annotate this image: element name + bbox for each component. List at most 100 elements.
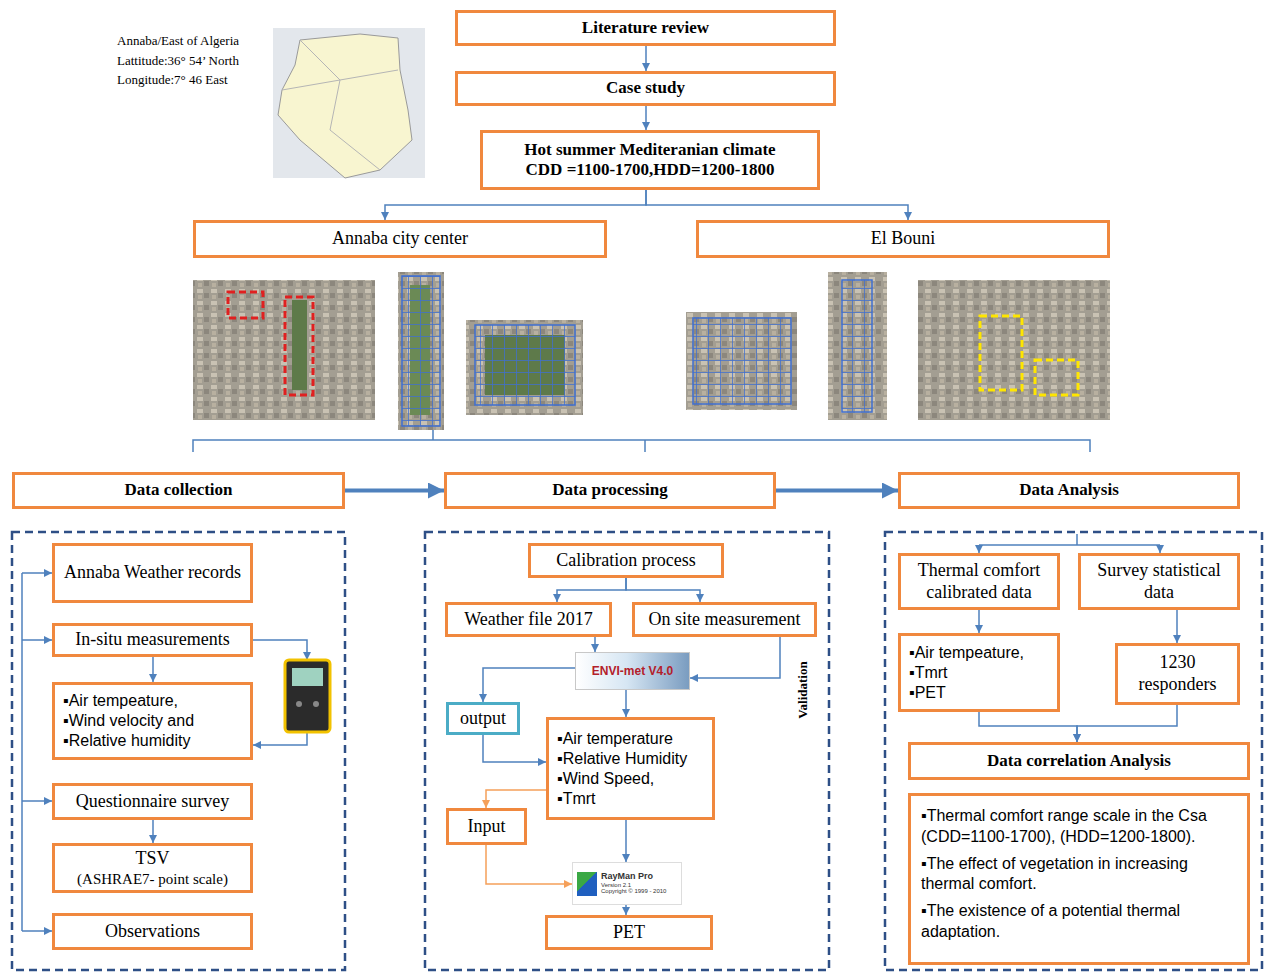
flow-arrow	[776, 489, 898, 493]
branch-arrow	[253, 640, 307, 660]
validation-label: Validation	[795, 661, 811, 718]
list-box: ▪Air tempeature,▪Tmrt▪PET	[898, 633, 1060, 712]
stage-box: Data correlation Analysis	[908, 742, 1250, 780]
box-text: Annaba city center	[332, 228, 468, 250]
box-text: Data Analysis	[1019, 480, 1119, 500]
measurement-grid	[402, 276, 440, 426]
bullet-item: ▪The existence of a potential thermal ad…	[921, 901, 1237, 943]
process-box: Thermal comfort calibrated data	[898, 553, 1060, 610]
box-text: El Bouni	[871, 228, 936, 250]
branch-arrow	[22, 800, 52, 802]
satellite-image	[686, 312, 797, 410]
bullet-item: ▪Air temperature	[557, 729, 673, 749]
flow-arrow	[486, 845, 572, 884]
process-box: Input	[446, 808, 527, 845]
output-box: output	[446, 702, 520, 735]
bullet-item: ▪Air tempeature,	[63, 691, 178, 711]
branch-arrow	[22, 639, 52, 641]
satellite-image	[918, 280, 1110, 420]
box-text: PET	[613, 922, 645, 944]
software-logo: ENVI-met V4.0	[575, 652, 690, 690]
measurement-grid	[475, 325, 575, 405]
flow-arrow	[557, 578, 626, 602]
box-text: Questionnaire survey	[76, 791, 229, 813]
site-marker	[980, 316, 1022, 390]
box-text: RayMan Pro	[601, 872, 653, 882]
bullet-item: ▪PET	[909, 683, 946, 703]
process-box: Weather file 2017	[445, 602, 612, 637]
flow-arrow	[625, 820, 627, 862]
flow-arrow	[646, 190, 908, 220]
bracket-line	[21, 573, 23, 931]
bullet-item: ▪Tmrt	[557, 789, 596, 809]
software-logo: RayMan ProVersion 2.1Copyright © 1999 - …	[572, 862, 682, 905]
box-text: ENVI-met V4.0	[592, 664, 673, 678]
process-box: On site measurement	[632, 602, 817, 637]
box-text: Literature review	[582, 18, 709, 38]
box-text: Data correlation Analysis	[987, 751, 1171, 771]
bullet-item: ▪Wind Speed,	[557, 769, 654, 789]
measurement-grid	[842, 280, 872, 412]
branch-arrow	[1159, 545, 1161, 553]
flow-arrow	[594, 637, 596, 652]
flow-arrow	[1176, 610, 1178, 643]
dashed-panel	[425, 532, 829, 970]
flow-arrow	[486, 790, 546, 808]
flow-arrow	[345, 489, 444, 493]
findings-box: ▪Thermal comfort range scale in the Csa …	[908, 793, 1250, 965]
box-text: Calibration process	[556, 550, 695, 572]
process-box: Questionnaire survey	[52, 783, 253, 820]
site-marker	[1035, 360, 1078, 395]
location-label: Lattitude:36° 54’ North	[117, 53, 239, 69]
box-text: Input	[468, 816, 506, 838]
location-label: Annaba/East of Algeria	[117, 33, 239, 49]
device-screen	[292, 668, 323, 686]
map-borders	[282, 40, 398, 170]
box-text: In-situ measurements	[75, 629, 229, 651]
flow-arrow	[385, 190, 646, 220]
box-text: output	[460, 708, 506, 730]
box-text: 1230 responders	[1126, 652, 1229, 695]
bullet-item: ▪Wind velocity and	[63, 711, 194, 731]
box-text: On site measurement	[649, 609, 801, 631]
site-box: El Bouni	[696, 220, 1110, 258]
stage-box: Data Analysis	[898, 472, 1240, 509]
map-frame	[273, 28, 425, 178]
dashed-panel	[12, 532, 345, 970]
bullet-item: ▪Thermal comfort range scale in the Csa …	[921, 806, 1237, 848]
flow-arrow	[483, 735, 546, 762]
flow-arrow	[645, 46, 647, 71]
process-box: Annaba Weather records	[52, 543, 253, 603]
satellite-image	[398, 272, 444, 430]
box-text: Copyright © 1999 - 2010	[601, 888, 666, 895]
flow-arrow	[152, 657, 154, 682]
box-text: TSV	[135, 848, 169, 870]
flow-arrow	[645, 106, 647, 130]
branch-arrow	[22, 572, 52, 574]
stage-box: Case study	[455, 71, 836, 106]
anemometer-device	[285, 660, 330, 732]
climate-box: Hot summer Mediteranian climate CDD =110…	[480, 130, 820, 190]
box-text: Annaba Weather records	[64, 562, 241, 584]
device-button	[296, 701, 302, 707]
flow-arrow	[152, 820, 154, 843]
site-marker	[285, 297, 313, 395]
bullet-item: ▪The effect of vegetation in increasing …	[921, 854, 1237, 896]
flow-arrow	[626, 578, 700, 602]
flow-arrow	[979, 712, 1077, 742]
bracket-line	[979, 534, 1160, 545]
site-box: Annaba city center	[193, 220, 607, 258]
process-box: Calibration process	[528, 543, 724, 578]
list-box: ▪Air tempeature,▪Wind velocity and▪Relat…	[52, 682, 253, 760]
dashed-panel	[885, 532, 1262, 970]
satellite-image	[828, 272, 887, 420]
vegetation	[292, 300, 307, 390]
box-text: Thermal comfort calibrated data	[909, 560, 1049, 603]
stage-box: Data collection	[12, 472, 345, 509]
measurement-grid	[693, 318, 791, 404]
box-text: Weather file 2017	[464, 609, 593, 631]
bullet-item: ▪Tmrt	[909, 663, 948, 683]
bracket-line	[193, 430, 1090, 452]
flow-arrow	[978, 610, 980, 633]
